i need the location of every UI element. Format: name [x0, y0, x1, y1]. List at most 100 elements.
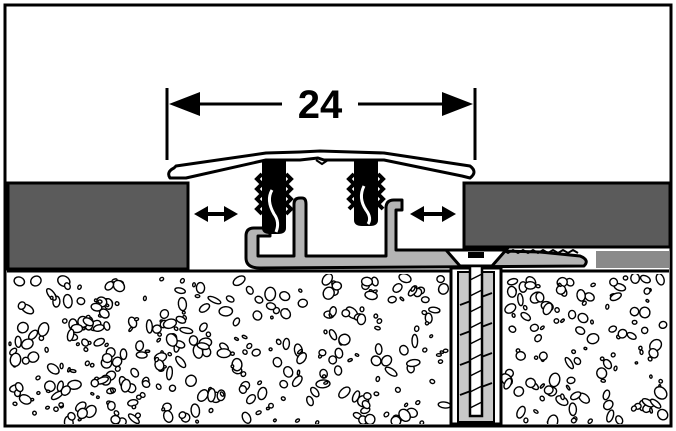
pebble [609, 292, 622, 302]
pebble [356, 313, 367, 326]
pebble [93, 337, 106, 347]
pebble [539, 325, 545, 331]
pebble [347, 357, 353, 363]
pebble [314, 420, 320, 424]
pebble [439, 350, 445, 354]
pebble [608, 325, 618, 333]
pebble [145, 319, 154, 334]
pebble [639, 349, 644, 356]
pebble [373, 313, 379, 319]
pebble [321, 274, 334, 286]
pebble [413, 325, 420, 333]
pebble [370, 355, 382, 367]
pebble [76, 407, 88, 420]
pebble [338, 386, 351, 399]
pebble [629, 306, 640, 317]
pebble [110, 414, 121, 424]
pebble [354, 353, 360, 357]
pebble [159, 276, 165, 282]
pebble [179, 277, 186, 284]
pebble [254, 295, 264, 304]
pebble [162, 410, 174, 423]
pebble [581, 300, 587, 306]
pebble [280, 396, 286, 402]
pebble [195, 419, 200, 424]
pebble [89, 362, 95, 368]
pebble [376, 318, 383, 325]
pebble [242, 349, 248, 355]
pebble [257, 380, 263, 386]
pebble [208, 407, 214, 414]
pebble [516, 405, 526, 419]
pebble [328, 355, 338, 365]
pebble [577, 312, 589, 324]
pebble [533, 409, 539, 414]
pebble [296, 352, 308, 365]
pebble [265, 406, 270, 411]
pebble [268, 402, 275, 409]
right-floor-panel [462, 181, 672, 249]
pebble [241, 411, 252, 424]
pebble [232, 317, 241, 327]
pebble [16, 321, 29, 334]
pebble [296, 369, 301, 376]
pebble [372, 289, 378, 294]
pebble [104, 342, 109, 348]
pebble [14, 335, 22, 348]
pebble [21, 356, 30, 365]
pebble [539, 395, 546, 402]
pebble [599, 356, 605, 362]
pebble [596, 367, 608, 380]
pebble [508, 325, 517, 333]
pebble [93, 298, 98, 303]
pebble [602, 399, 614, 411]
pebble [374, 343, 383, 356]
pebble [17, 301, 27, 310]
pebble [194, 293, 201, 299]
pebble [560, 318, 565, 323]
dimension-annotation: 24 [165, 83, 477, 160]
pebble [511, 312, 516, 318]
pebble [567, 309, 577, 320]
cover-profile [167, 149, 476, 180]
pebble [359, 306, 365, 313]
pebble [119, 348, 128, 361]
pebble [45, 389, 51, 394]
pebble [269, 315, 274, 320]
pebble [196, 389, 209, 402]
pebble [322, 286, 335, 300]
pebble [198, 303, 211, 313]
pebble [238, 384, 248, 395]
pebble [634, 361, 639, 365]
pebble [114, 301, 120, 307]
pebble [69, 368, 77, 374]
pebble [323, 329, 328, 335]
pebble [246, 342, 253, 350]
pebble [638, 306, 651, 319]
pebble [364, 413, 376, 424]
pebble [268, 347, 273, 352]
pebble [548, 372, 561, 388]
pebble [106, 400, 116, 411]
pebble [539, 383, 546, 389]
pebble [175, 355, 187, 369]
pebble [272, 356, 283, 368]
double-arrow-icon [194, 206, 238, 222]
pebble [398, 274, 412, 284]
pebble [648, 347, 659, 359]
pebble [375, 375, 381, 383]
pebble [177, 296, 188, 312]
pebble [61, 318, 68, 324]
pebble [351, 390, 361, 403]
pebble [45, 287, 57, 301]
pebble [77, 284, 82, 290]
pebble [13, 276, 26, 287]
pebble [613, 365, 618, 372]
pebble [405, 358, 421, 368]
pebble [37, 322, 50, 337]
pebble [92, 324, 105, 332]
pebble [60, 385, 72, 396]
pebble [420, 296, 430, 304]
